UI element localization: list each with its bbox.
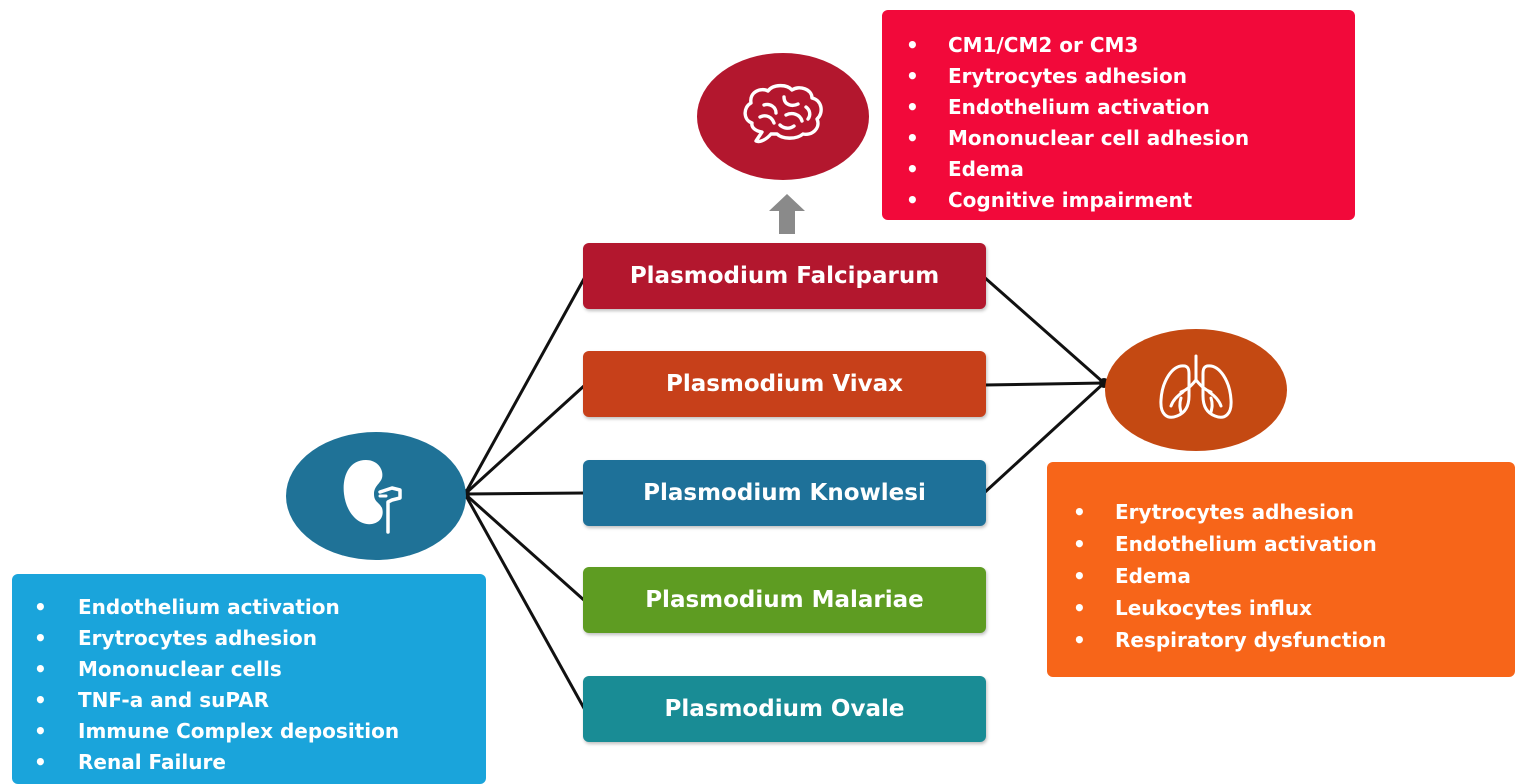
list-item: Erytrocytes adhesion: [882, 61, 1355, 92]
list-item: Respiratory dysfunction: [1047, 624, 1515, 656]
lung-effects-box: Erytrocytes adhesion Endothelium activat…: [1047, 462, 1515, 677]
brain-circle: [697, 53, 869, 180]
connector-kidney-malariae: [464, 492, 586, 603]
species-malariae: Plasmodium Malariae: [583, 567, 986, 633]
list-item: Renal Failure: [12, 747, 486, 778]
list-item: Edema: [882, 154, 1355, 185]
list-item: Cognitive impairment: [882, 185, 1355, 216]
list-item: Erytrocytes adhesion: [1047, 496, 1515, 528]
species-vivax: Plasmodium Vivax: [583, 351, 986, 417]
species-falciparum: Plasmodium Falciparum: [583, 243, 986, 309]
list-item: Edema: [1047, 560, 1515, 592]
connector-kidney-ovale: [463, 493, 587, 711]
list-item: Erytrocytes adhesion: [12, 623, 486, 654]
connector-kidney-falciparum: [463, 276, 587, 495]
lungs-circle: [1105, 329, 1287, 451]
list-item: Endothelium activation: [882, 92, 1355, 123]
connector-vivax-lung: [983, 381, 1105, 387]
list-item: TNF-a and suPAR: [12, 685, 486, 716]
up-arrow-icon: [769, 194, 805, 234]
kidney-circle: [286, 432, 466, 560]
connector-falciparum-lung: [983, 275, 1105, 385]
lung-effects-list: Erytrocytes adhesion Endothelium activat…: [1047, 496, 1515, 656]
list-item: Mononuclear cells: [12, 654, 486, 685]
list-item: CM1/CM2 or CM3: [882, 30, 1355, 61]
kidney-effects-box: Endothelium activation Erytrocytes adhes…: [12, 574, 486, 784]
connector-kidney-vivax: [463, 383, 587, 496]
list-item: Endothelium activation: [1047, 528, 1515, 560]
species-ovale: Plasmodium Ovale: [583, 676, 986, 742]
lungs-icon: [1147, 352, 1245, 428]
brain-effects-box: CM1/CM2 or CM3 Erytrocytes adhesion Endo…: [882, 10, 1355, 220]
kidney-effects-list: Endothelium activation Erytrocytes adhes…: [12, 592, 486, 778]
species-knowlesi: Plasmodium Knowlesi: [583, 460, 986, 526]
brain-icon: [740, 83, 826, 151]
list-item: Endothelium activation: [12, 592, 486, 623]
connector-knowlesi-lung: [982, 381, 1106, 495]
list-item: Immune Complex deposition: [12, 716, 486, 747]
connector-kidney-knowlesi: [464, 491, 586, 496]
list-item: Mononuclear cell adhesion: [882, 123, 1355, 154]
list-item: Leukocytes influx: [1047, 592, 1515, 624]
kidney-icon: [336, 454, 416, 538]
brain-effects-list: CM1/CM2 or CM3 Erytrocytes adhesion Endo…: [882, 30, 1355, 216]
